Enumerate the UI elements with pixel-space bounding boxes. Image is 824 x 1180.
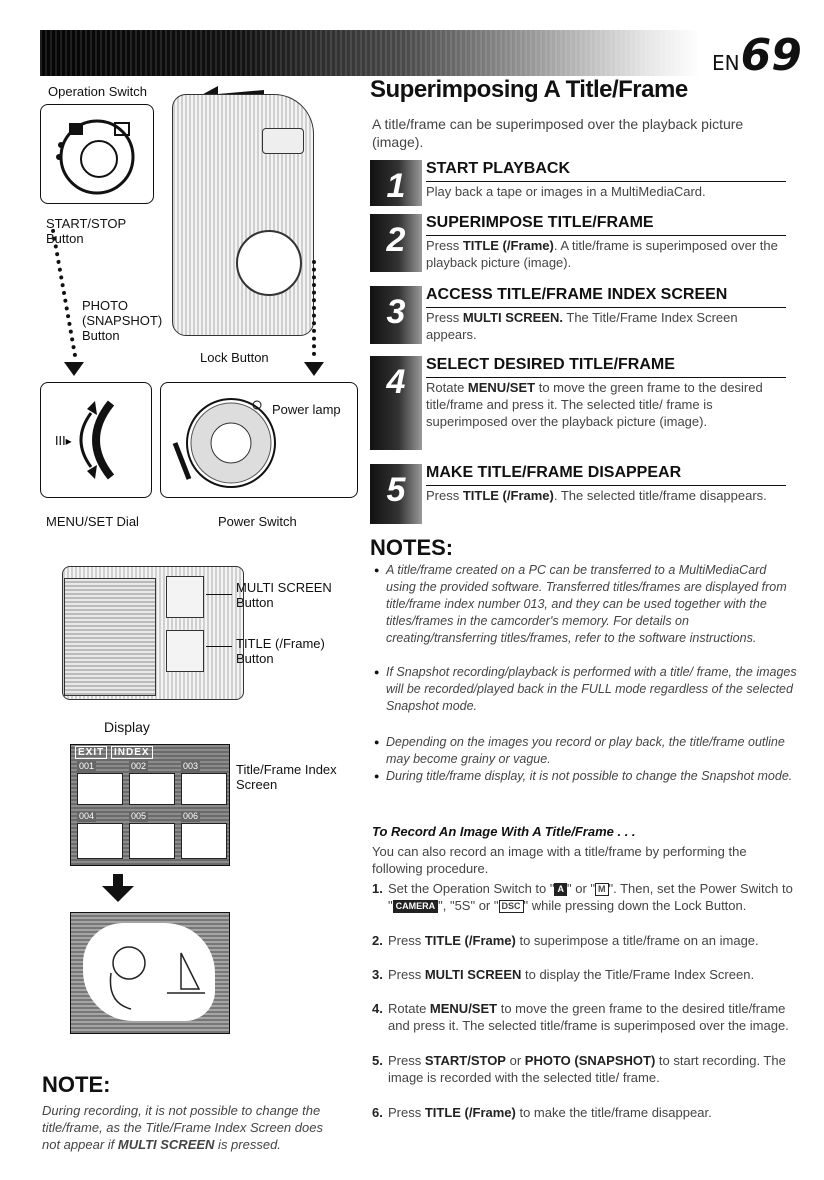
thumb-frame bbox=[181, 823, 227, 859]
camera-mode-icon: CAMERA bbox=[392, 900, 439, 913]
lens-ring bbox=[236, 230, 302, 296]
intro-text: A title/frame can be superimposed over t… bbox=[372, 116, 744, 150]
step-number: 1 bbox=[370, 160, 422, 206]
arrow-down-icon bbox=[102, 874, 134, 902]
dial-icon: III▸ bbox=[55, 400, 115, 480]
thumb-label: 006 bbox=[181, 811, 201, 822]
step-1: 1 START PLAYBACK Play back a tape or ima… bbox=[370, 160, 786, 206]
step-body: Play back a tape or images in a MultiMed… bbox=[426, 184, 706, 199]
leader-line bbox=[206, 646, 232, 647]
notes-heading: NOTES: bbox=[370, 535, 454, 560]
step-number: 4 bbox=[370, 356, 422, 450]
procedure-step: 3.Press MULTI SCREEN to display the Titl… bbox=[372, 967, 755, 982]
lcd-panel bbox=[64, 578, 156, 696]
dsc-mode-icon: DSC bbox=[498, 900, 524, 913]
index-screen-label: Title/Frame Index Screen bbox=[236, 762, 337, 792]
note-item: Depending on the images you record or pl… bbox=[374, 734, 798, 768]
step-heading: SELECT DESIRED TITLE/FRAME bbox=[426, 356, 675, 373]
procedure-step: 6.Press TITLE (/Frame) to make the title… bbox=[372, 1105, 712, 1120]
note-body: During recording, it is not possible to … bbox=[42, 1103, 323, 1152]
header-band bbox=[40, 30, 700, 76]
step-4: 4 SELECT DESIRED TITLE/FRAME Rotate MENU… bbox=[370, 356, 786, 450]
note-item: If Snapshot recording/playback is perfor… bbox=[374, 664, 798, 715]
step-body: Rotate MENU/SET to move the green frame … bbox=[426, 380, 763, 429]
frame-window bbox=[83, 923, 215, 1021]
thumb-label: 005 bbox=[129, 811, 149, 822]
title-frame-index-screen: EXIT INDEX 001 002 003 004 005 006 bbox=[70, 744, 230, 866]
step-heading: SUPERIMPOSE TITLE/FRAME bbox=[426, 214, 654, 231]
title-frame-label: TITLE (/Frame) Button bbox=[236, 636, 325, 666]
index-bar: EXIT INDEX bbox=[75, 746, 153, 759]
operation-switch-label: Operation Switch bbox=[48, 84, 147, 99]
superimposed-frame-preview bbox=[70, 912, 230, 1034]
note-item: During title/frame display, it is not po… bbox=[374, 768, 798, 785]
display-label: Display bbox=[104, 719, 150, 735]
dotted-leader bbox=[50, 228, 78, 358]
power-switch-icon bbox=[172, 398, 276, 488]
step-body: Press TITLE (/Frame). The selected title… bbox=[426, 488, 767, 503]
step-heading: MAKE TITLE/FRAME DISAPPEAR bbox=[426, 464, 682, 481]
leader-line bbox=[206, 594, 232, 595]
thumb-frame bbox=[181, 773, 227, 805]
procedure-step: 4.Rotate MENU/SET to move the green fram… bbox=[372, 1001, 789, 1033]
multi-screen-label: MULTI SCREEN Button bbox=[236, 580, 332, 610]
power-lamp-label: Power lamp bbox=[272, 402, 341, 417]
record-heading: To Record An Image With A Title/Frame . … bbox=[372, 824, 636, 839]
menu-set-dial-figure: III▸ bbox=[40, 382, 152, 498]
procedure-step: 1. Set the Operation Switch to "A" or "M… bbox=[372, 881, 793, 913]
step-number: 2 bbox=[370, 214, 422, 272]
step-3: 3 ACCESS TITLE/FRAME INDEX SCREEN Press … bbox=[370, 286, 786, 344]
manual-mode-icon: M bbox=[595, 883, 609, 896]
title-frame-button bbox=[166, 630, 204, 672]
step-2: 2 SUPERIMPOSE TITLE/FRAME Press TITLE (/… bbox=[370, 214, 786, 272]
record-intro: You can also record an image with a titl… bbox=[372, 844, 747, 876]
procedure-step: 5.Press START/STOP or PHOTO (SNAPSHOT) t… bbox=[372, 1053, 786, 1085]
step-heading: ACCESS TITLE/FRAME INDEX SCREEN bbox=[426, 286, 728, 303]
arrow-down-icon bbox=[64, 362, 84, 376]
thumb-label: 002 bbox=[129, 761, 149, 772]
thumb-frame bbox=[129, 773, 175, 805]
arrow-down-icon bbox=[304, 362, 324, 376]
page-number: EN69 bbox=[712, 30, 802, 81]
thumb-label: 003 bbox=[181, 761, 201, 772]
thumb-label: 004 bbox=[77, 811, 97, 822]
lock-label: Lock Button bbox=[200, 350, 269, 365]
step-heading: START PLAYBACK bbox=[426, 160, 571, 177]
dotted-leader bbox=[312, 260, 316, 356]
start-stop-label: START/STOP Button bbox=[46, 216, 127, 246]
step-body: Press MULTI SCREEN. The Title/Frame Inde… bbox=[426, 310, 738, 342]
thumb-label: 001 bbox=[77, 761, 97, 772]
auto-mode-icon: A bbox=[554, 883, 567, 896]
operation-switch-icon bbox=[56, 119, 135, 195]
thumb-frame bbox=[77, 773, 123, 805]
photo-label: PHOTO (SNAPSHOT) Button bbox=[82, 298, 163, 343]
thumb-frame bbox=[129, 823, 175, 859]
page-title: Superimposing A Title/Frame bbox=[370, 76, 688, 103]
procedure-step: 2.Press TITLE (/Frame) to superimpose a … bbox=[372, 933, 759, 948]
camera-top bbox=[262, 128, 304, 154]
power-switch-label: Power Switch bbox=[218, 514, 297, 529]
note-item: A title/frame created on a PC can be tra… bbox=[374, 562, 798, 647]
step-body: Press TITLE (/Frame). A title/frame is s… bbox=[426, 238, 778, 270]
menu-set-dial-label: MENU/SET Dial bbox=[46, 514, 139, 529]
multi-screen-button bbox=[166, 576, 204, 618]
step-number: 3 bbox=[370, 286, 422, 344]
girl-boat-illustration bbox=[109, 946, 205, 1010]
step-number: 5 bbox=[370, 464, 422, 524]
svg-text:III▸: III▸ bbox=[55, 434, 72, 448]
power-switch-figure bbox=[160, 382, 358, 498]
note-heading: NOTE: bbox=[42, 1072, 111, 1097]
step-5: 5 MAKE TITLE/FRAME DISAPPEAR Press TITLE… bbox=[370, 464, 786, 524]
thumb-frame bbox=[77, 823, 123, 859]
operation-switch-figure bbox=[40, 104, 154, 204]
